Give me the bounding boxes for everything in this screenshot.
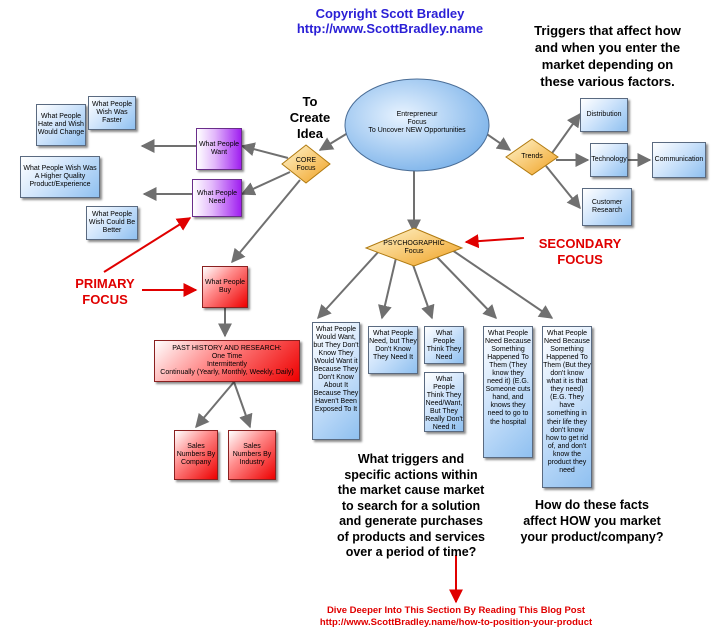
red-arrow-secondary-psych: [464, 234, 525, 249]
note-hate-change: What People Hate and Wish Would Change: [36, 104, 86, 146]
core-focus-label: CORE Focus: [295, 157, 317, 173]
arrow-history-company: [195, 381, 235, 429]
arrow-history-industry: [233, 381, 253, 429]
sales-by-company-box: Sales Numbers By Company: [174, 430, 218, 480]
arrow-core-buy: [231, 179, 301, 264]
arrow-core-need: [240, 171, 291, 196]
note-wish-faster: What People Wish Was Faster: [88, 96, 136, 130]
what-people-buy-box: What People Buy: [202, 266, 248, 308]
customer-research-box: Customer Research: [582, 188, 632, 226]
create-idea-label: To Create Idea: [289, 94, 331, 141]
past-history-box: PAST HISTORY AND RESEARCH: One Time Inte…: [154, 340, 300, 382]
arrow-psych-4: [435, 255, 497, 320]
communication-box: Communication: [652, 142, 706, 178]
primary-focus-label: PRIMARY FOCUS: [75, 276, 135, 307]
question-how-market: How do these facts affect HOW you market…: [520, 498, 664, 544]
triggers-note: Triggers that affect how and when you en…: [534, 23, 681, 89]
psych-need-dont-know-box: What People Need, but They Don't Know Th…: [368, 326, 418, 374]
psychographic-focus-label: PSYCHOGRAPHIC Focus: [383, 240, 445, 256]
psychographic-focus-diamond: [364, 227, 464, 267]
copyright-url[interactable]: http://www.ScottBradley.name: [296, 21, 484, 36]
arrow-psych-3: [411, 261, 435, 320]
entrepreneur-label: Entrepreneur Focus To Uncover NEW Opport…: [368, 111, 466, 135]
what-people-need-box: What People Need: [192, 179, 242, 217]
trends-label: Trends: [521, 153, 543, 160]
what-people-want-box: What People Want: [196, 128, 242, 170]
psych-think-need-box: What People Think They Need: [424, 326, 464, 364]
footer-text: Dive Deeper Into This Section By Reading…: [326, 605, 586, 616]
copyright-text: Copyright Scott Bradley: [315, 6, 465, 21]
note-higher-quality: What People Wish Was A Higher Quality Pr…: [20, 156, 100, 198]
arrow-psych-2: [378, 257, 397, 320]
red-arrow-primary-need: [103, 217, 192, 273]
sales-by-industry-box: Sales Numbers By Industry: [228, 430, 276, 480]
core-focus-diamond: [281, 144, 331, 184]
psych-think-need-want-box: What People Think They Need/Want, But Th…: [424, 372, 464, 432]
arrow-core-want: [240, 142, 289, 159]
copyright-title: Copyright Scott Bradley http://www.Scott…: [280, 6, 500, 36]
arrow-psych-5: [451, 249, 554, 319]
technology-box: Technology: [590, 143, 628, 177]
psych-want-dont-know-box: What People Would Want, but They Don't K…: [312, 322, 360, 440]
arrow-psych-1: [317, 249, 381, 320]
distribution-box: Distribution: [580, 98, 628, 132]
note-could-be-better: What People Wish Could Be Better: [86, 206, 138, 240]
arrow-trends-distribution: [549, 112, 581, 157]
entrepreneur-ellipse: [344, 78, 490, 172]
psych-need-happened-dont-know-box: What People Need Because Something Happe…: [542, 326, 592, 488]
arrow-trends-research: [545, 165, 581, 210]
trends-diamond: [505, 138, 559, 176]
secondary-focus-label: SECONDARY FOCUS: [538, 236, 622, 267]
footer-link: Dive Deeper Into This Section By Reading…: [236, 605, 676, 629]
psych-need-happened-know-box: What People Need Because Something Happe…: [483, 326, 533, 458]
footer-url[interactable]: http://www.ScottBradley.name/how-to-posi…: [319, 617, 593, 628]
question-triggers: What triggers and specific actions withi…: [337, 452, 485, 559]
